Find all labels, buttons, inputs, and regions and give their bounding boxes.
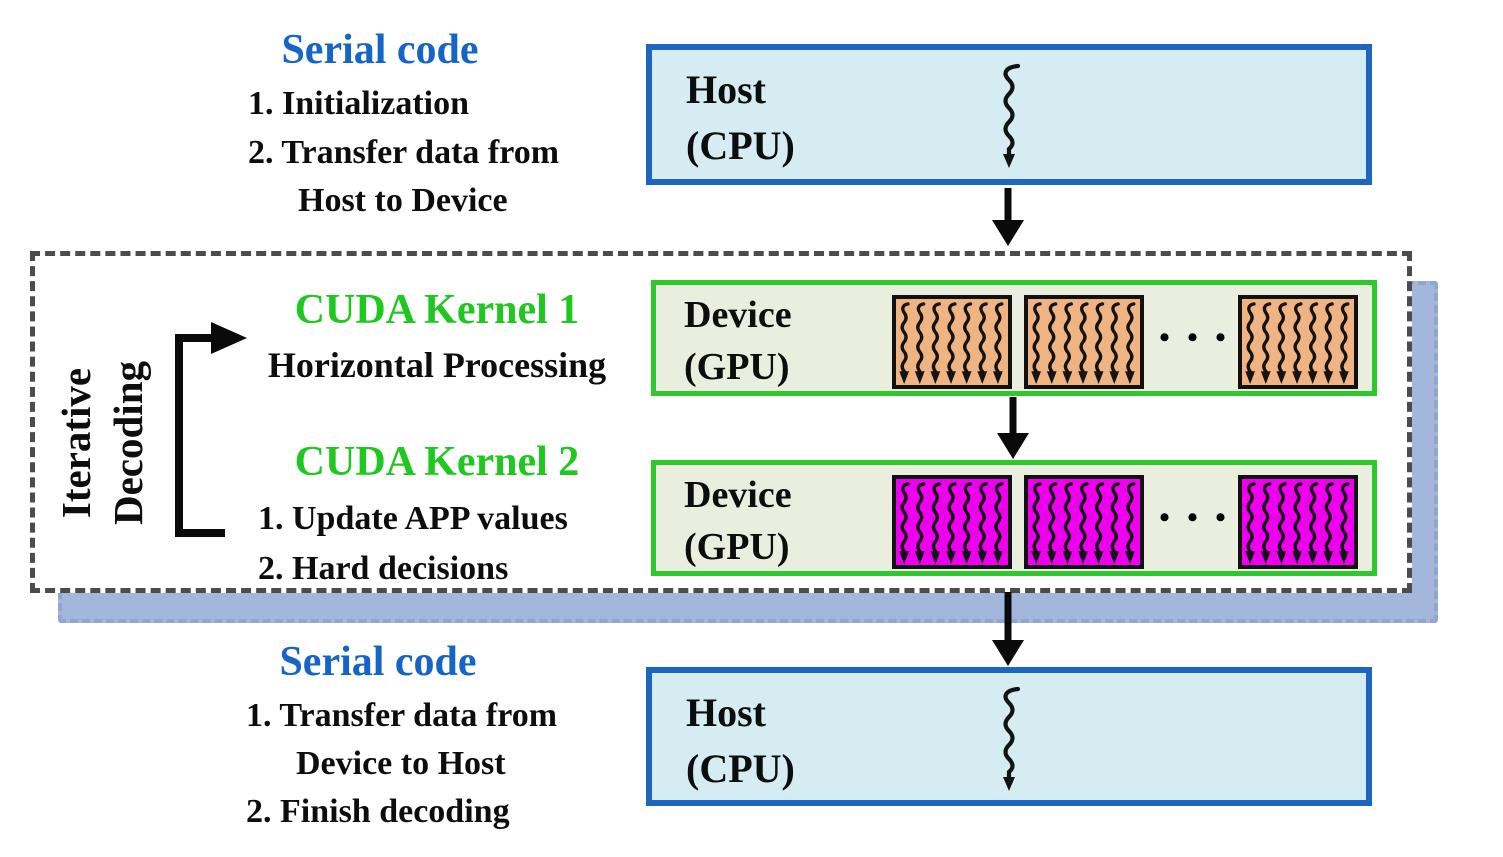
iterative-label-line2: Decoding (105, 361, 151, 525)
device-name: Device (684, 474, 792, 516)
serial-top-item-2: 2. Transfer data from (248, 133, 560, 171)
iterative-decoding-region: Iterative Decoding CUDA Kernel 1 Horizon… (30, 251, 1412, 593)
serial-bottom-item-1: 1. Transfer data from (246, 697, 558, 734)
host-sub: (CPU) (686, 746, 795, 791)
thread-block (892, 475, 1012, 569)
parallel-threads-icon (1028, 480, 1140, 564)
thread-block (1238, 475, 1358, 569)
ellipsis-dots: • • • (1159, 501, 1231, 534)
thread-block (1024, 295, 1144, 389)
iterative-decoding-label: Iterative Decoding (50, 318, 154, 568)
cuda-kernel-2-list: 1. Update APP values 2. Hard decisions (258, 494, 568, 593)
iteration-loop-arrow-icon (175, 322, 247, 537)
host-name: Host (686, 690, 766, 735)
parallel-threads-icon (896, 480, 1008, 564)
serial-code-top-title: Serial code (281, 27, 479, 73)
serial-bottom-item-1-continued: Device to Host (296, 745, 506, 782)
kernel-2-item-1: 1. Update APP values (258, 500, 568, 537)
host-name: Host (686, 67, 766, 112)
cuda-kernel-1-title: CUDA Kernel 1 (294, 287, 580, 333)
cuda-kernel-2-title: CUDA Kernel 2 (294, 439, 580, 485)
serial-thread-squiggle-icon (994, 685, 1026, 793)
device-label: Device (GPU) (656, 465, 1372, 573)
down-arrow-icon (992, 592, 1024, 666)
kernel-2-item-2: 2. Hard decisions (258, 549, 509, 587)
serial-bottom-item-2: 2. Finish decoding (246, 793, 510, 830)
host-cpu-box-top: Host (CPU) (646, 44, 1372, 185)
device-sub: (GPU) (684, 346, 790, 388)
host-sub: (CPU) (686, 123, 795, 168)
down-arrow-icon (997, 397, 1029, 459)
thread-block (1238, 295, 1358, 389)
serial-code-top-list: 1. Initialization 2. Transfer data from … (248, 80, 559, 226)
ellipsis-dots: • • • (1159, 321, 1231, 354)
serial-code-bottom-list: 1. Transfer data from Device to Host 2. … (246, 692, 557, 836)
serial-top-item-2-continued: Host to Device (298, 182, 508, 219)
device-gpu-box-1: Device (GPU) • • • (651, 280, 1377, 396)
thread-block (1024, 475, 1144, 569)
host-cpu-box-bottom: Host (CPU) (646, 667, 1372, 806)
cuda-kernel-1-subtitle: Horizontal Processing (267, 345, 607, 385)
iterative-label-line1: Iterative (53, 367, 99, 519)
device-sub: (GPU) (684, 526, 790, 568)
parallel-threads-icon (896, 300, 1008, 384)
down-arrow-icon (992, 188, 1024, 246)
serial-code-bottom-title: Serial code (279, 639, 477, 685)
serial-top-item-1: 1. Initialization (248, 85, 470, 122)
device-name: Device (684, 294, 792, 336)
host-label: Host (CPU) (652, 673, 1366, 797)
parallel-threads-icon (1028, 300, 1140, 384)
parallel-threads-icon (1242, 480, 1354, 564)
device-label: Device (GPU) (656, 285, 1372, 393)
parallel-threads-icon (1242, 300, 1354, 384)
device-gpu-box-2: Device (GPU) • • • (651, 460, 1377, 576)
thread-block (892, 295, 1012, 389)
serial-thread-squiggle-icon (994, 62, 1026, 170)
host-label: Host (CPU) (652, 50, 1366, 174)
